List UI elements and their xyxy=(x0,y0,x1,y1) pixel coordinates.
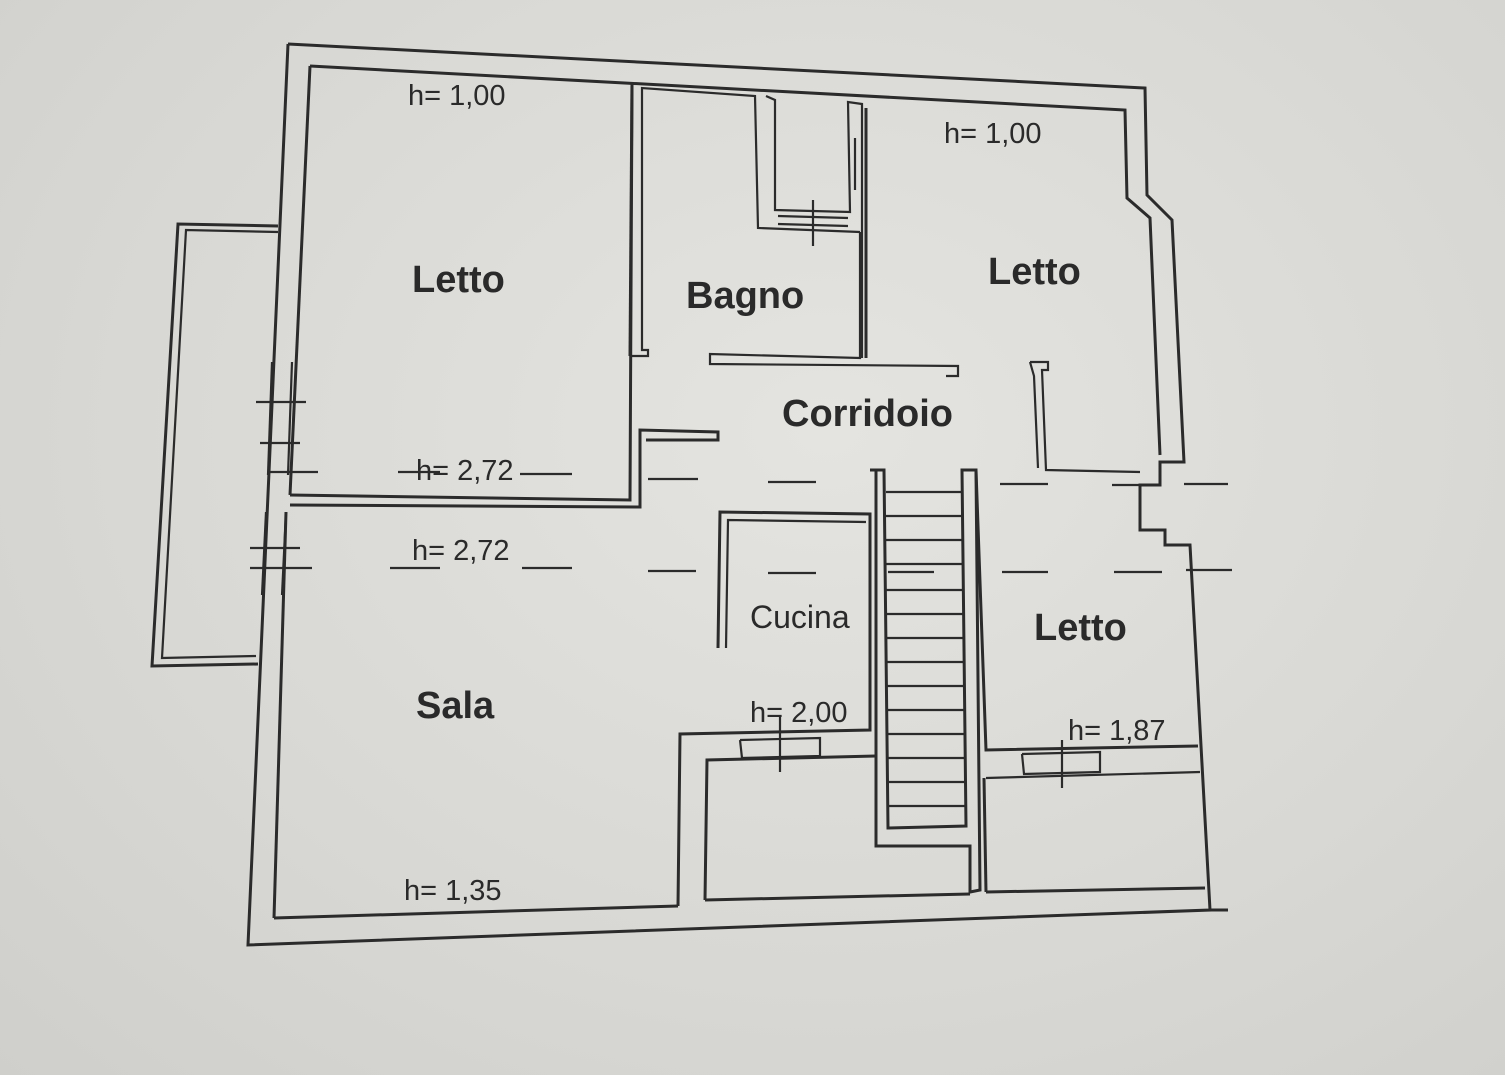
room-label-corridoio: Corridoio xyxy=(782,393,953,435)
staircase xyxy=(870,468,982,894)
bottom-walls xyxy=(272,511,1228,920)
room-label-letto-bottom-right: Letto xyxy=(1034,607,1127,649)
height-label-top-right: h= 1,00 xyxy=(944,118,1042,150)
room-label-cucina: Cucina xyxy=(750,599,850,635)
room-label-letto-top-left: Letto xyxy=(412,259,505,301)
outer-walls xyxy=(246,42,1212,947)
height-label-mid-left-upper: h= 2,72 xyxy=(416,455,514,487)
letto-top-right-walls xyxy=(1028,360,1141,474)
room-label-bagno: Bagno xyxy=(686,275,804,317)
height-label-mid-left-lower: h= 2,72 xyxy=(412,535,510,567)
letto-top-left-walls xyxy=(289,83,861,509)
cucina-walls xyxy=(676,510,877,907)
window-left-lower xyxy=(250,511,312,596)
dashed-boundary-lower xyxy=(390,566,1232,575)
height-label-bottom-left: h= 1,35 xyxy=(404,875,502,907)
stair-treads xyxy=(886,490,966,808)
height-label-bottom-right: h= 1,87 xyxy=(1068,715,1166,747)
room-label-sala: Sala xyxy=(416,685,495,727)
height-label-cucina: h= 2,00 xyxy=(750,697,848,729)
window-left-upper xyxy=(256,361,318,476)
bagno-walls xyxy=(708,94,960,378)
letto-bottom-right-walls xyxy=(974,469,1206,894)
dashed-boundary-upper xyxy=(398,470,1228,487)
height-label-top-left: h= 1,00 xyxy=(408,80,506,112)
balcony xyxy=(150,222,279,668)
room-label-letto-top-right: Letto xyxy=(988,251,1081,293)
